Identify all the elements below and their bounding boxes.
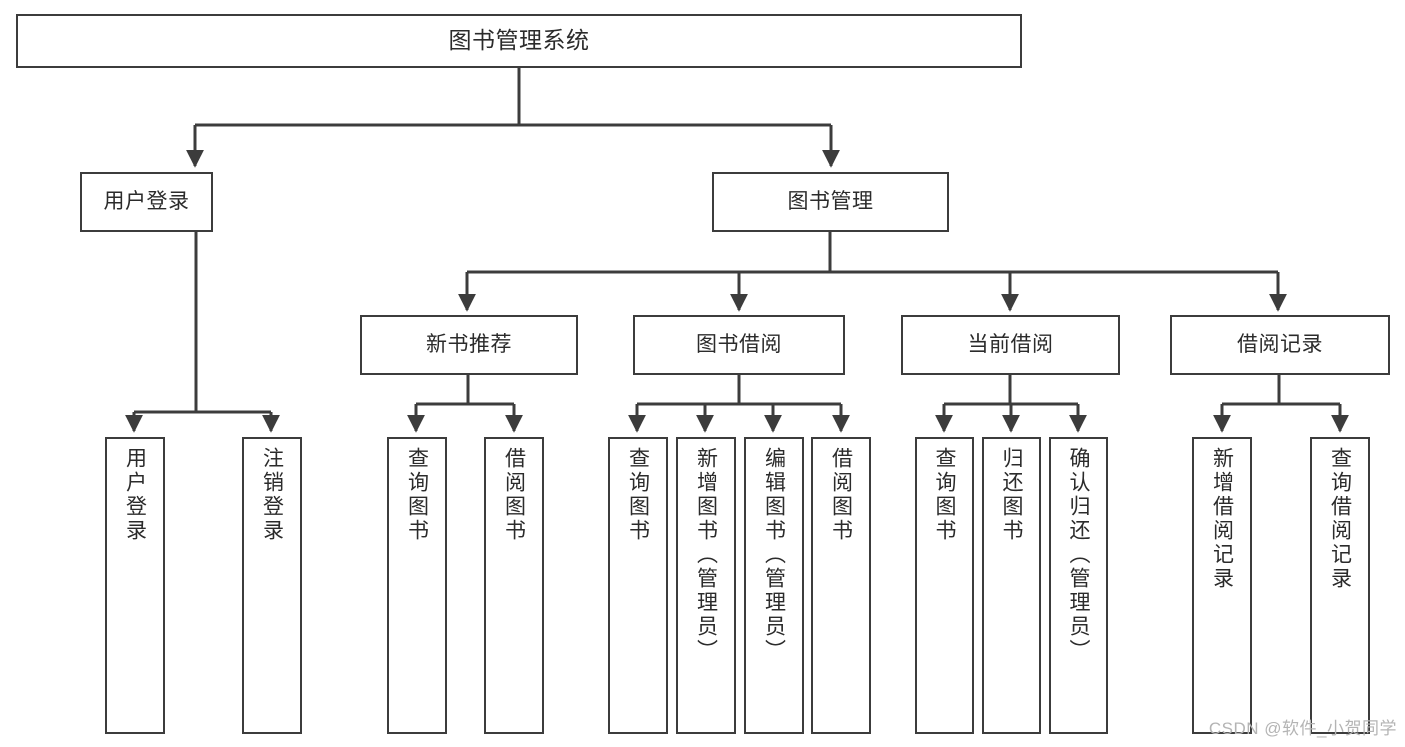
node-leaf-user-login[interactable]: 用户登录 xyxy=(105,437,165,734)
node-label: 查询图书 xyxy=(626,447,650,543)
node-label: 新增借阅记录 xyxy=(1210,447,1234,591)
node-leaf-add-book[interactable]: 新增图书（管理员） xyxy=(676,437,736,734)
node-leaf-borrow-book[interactable]: 借阅图书 xyxy=(811,437,871,734)
node-current-borrow[interactable]: 当前借阅 xyxy=(901,315,1120,375)
node-label: 新书推荐 xyxy=(426,332,512,356)
node-book-manage[interactable]: 图书管理 xyxy=(712,172,949,232)
node-label: 注销登录 xyxy=(260,447,284,543)
node-label: 图书管理系统 xyxy=(448,27,590,54)
node-book-borrow[interactable]: 图书借阅 xyxy=(633,315,845,375)
node-leaf-query-book-recommend[interactable]: 查询图书 xyxy=(387,437,447,734)
node-label: 借阅记录 xyxy=(1237,332,1323,356)
node-leaf-query-book-borrow[interactable]: 查询图书 xyxy=(608,437,668,734)
node-user-login[interactable]: 用户登录 xyxy=(80,172,213,232)
node-label: 图书借阅 xyxy=(696,332,782,356)
node-label: 用户登录 xyxy=(103,189,190,213)
node-label: 借阅图书 xyxy=(502,447,526,543)
node-label: 用户登录 xyxy=(123,447,147,543)
node-leaf-confirm-return[interactable]: 确认归还（管理员） xyxy=(1049,437,1108,734)
csdn-watermark: CSDN @软件_小贺同学 xyxy=(1208,719,1397,738)
node-label: 归还图书 xyxy=(1000,447,1023,543)
node-leaf-user-logout[interactable]: 注销登录 xyxy=(242,437,302,734)
node-label: 查询图书 xyxy=(933,447,956,543)
node-root-book-management-system[interactable]: 图书管理系统 xyxy=(16,14,1022,68)
node-label: 新增图书（管理员） xyxy=(694,447,718,663)
node-label: 确认归还（管理员） xyxy=(1067,447,1090,663)
node-new-book-recommend[interactable]: 新书推荐 xyxy=(360,315,578,375)
node-leaf-borrow-book-recommend[interactable]: 借阅图书 xyxy=(484,437,544,734)
node-label: 查询借阅记录 xyxy=(1328,447,1352,591)
node-leaf-edit-book[interactable]: 编辑图书（管理员） xyxy=(744,437,804,734)
node-leaf-query-book-current[interactable]: 查询图书 xyxy=(915,437,974,734)
node-label: 借阅图书 xyxy=(829,447,853,543)
node-label: 查询图书 xyxy=(405,447,429,543)
node-borrow-record[interactable]: 借阅记录 xyxy=(1170,315,1390,375)
node-leaf-return-book[interactable]: 归还图书 xyxy=(982,437,1041,734)
node-leaf-query-borrow-record[interactable]: 查询借阅记录 xyxy=(1310,437,1370,734)
node-label: 图书管理 xyxy=(787,189,874,213)
node-label: 编辑图书（管理员） xyxy=(762,447,786,663)
node-leaf-add-borrow-record[interactable]: 新增借阅记录 xyxy=(1192,437,1252,734)
node-label: 当前借阅 xyxy=(967,332,1054,356)
